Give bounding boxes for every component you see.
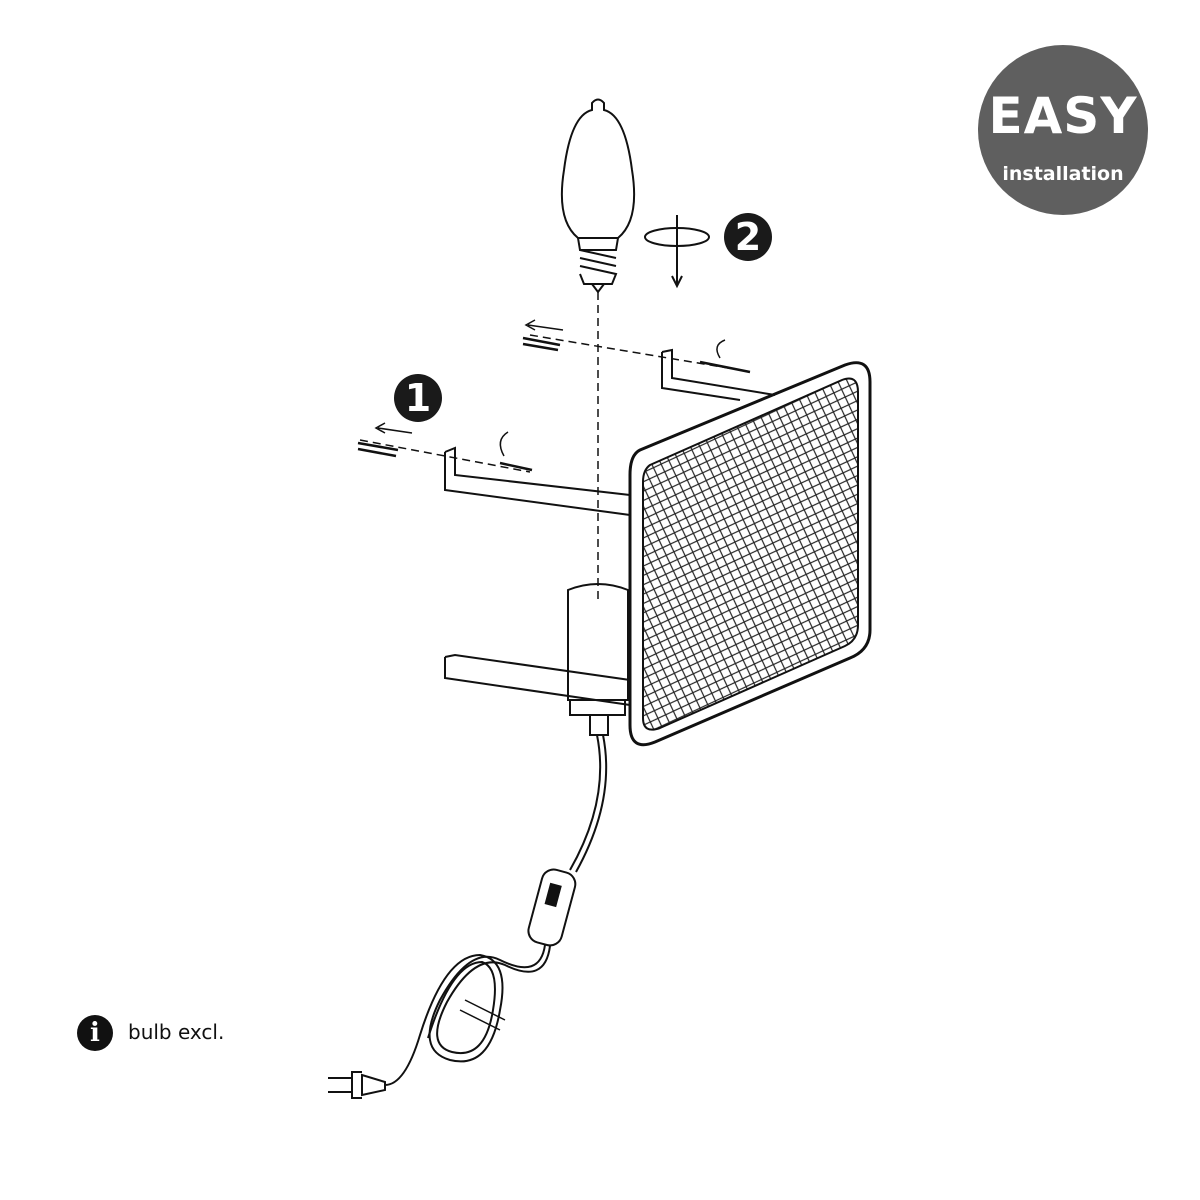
info-icon: i <box>77 1015 113 1051</box>
power-cable <box>328 734 608 1099</box>
badge-title: EASY <box>988 87 1138 145</box>
back-bracket <box>522 319 776 401</box>
bulb <box>560 98 636 294</box>
bulb-excluded-note: bulb excl. <box>128 1020 225 1044</box>
lamp-holder <box>444 583 631 736</box>
front-bracket <box>357 422 631 516</box>
step-2-marker: 2 <box>724 213 772 261</box>
easy-installation-badge: EASY installation <box>978 45 1148 215</box>
rotate-arrow-icon <box>644 215 710 289</box>
step-1-marker: 1 <box>394 374 442 422</box>
mesh-shade <box>628 361 872 747</box>
badge-subtitle: installation <box>1002 163 1124 185</box>
